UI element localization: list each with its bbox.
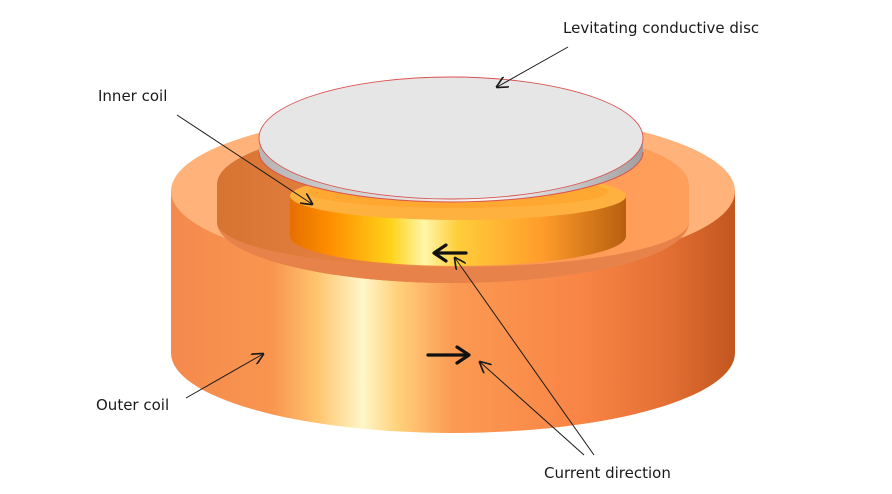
label-inner-coil: Inner coil <box>98 87 168 105</box>
disc-bottom-edge <box>258 151 644 203</box>
leader-line-disc <box>497 46 569 87</box>
leader-line-current-inner <box>455 258 595 456</box>
leader-line-outer-coil <box>185 354 263 399</box>
label-current-direction: Current direction <box>544 464 671 482</box>
disc-face <box>258 76 644 200</box>
leader-line-current-outer <box>480 362 585 456</box>
arrow-right-icon <box>426 345 471 365</box>
label-outer-coil: Outer coil <box>96 396 170 414</box>
arrow-left-icon <box>432 243 468 263</box>
coil-gap-floor <box>217 222 689 283</box>
label-levitating-disc: Levitating conductive disc <box>563 19 760 37</box>
leader-line-inner-coil <box>176 114 312 204</box>
